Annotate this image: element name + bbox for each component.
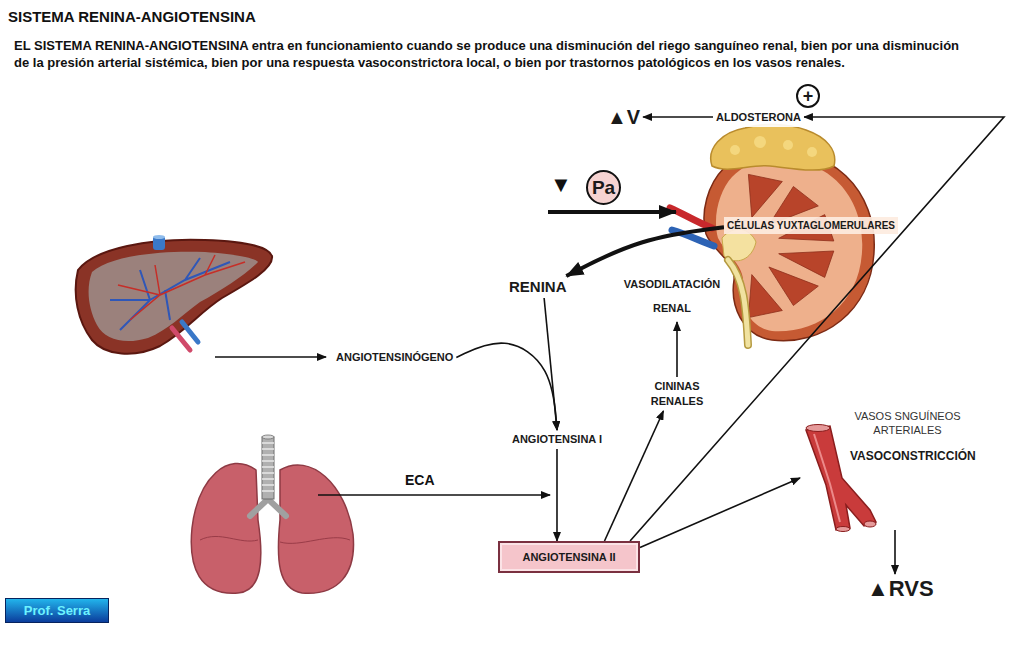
kidney-illustration xyxy=(670,124,874,345)
adrenal-texture xyxy=(730,136,817,157)
lung-fissures xyxy=(200,536,350,543)
artery-opening xyxy=(806,425,830,432)
connector-arrow xyxy=(640,478,800,547)
kidney-cortex xyxy=(716,159,862,331)
process-box: ANGIOTENSINA II xyxy=(498,541,640,573)
node-text: CÉLULAS YUXTAGLOMERULARES xyxy=(727,219,895,232)
node-text: ▲V xyxy=(607,105,640,129)
kidney-pyramid xyxy=(769,267,818,306)
intro-note: EL SISTEMA RENINA-ANGIOTENSINA entra en … xyxy=(14,37,969,71)
liver-arrow xyxy=(215,356,326,358)
connector-arrow xyxy=(630,117,1004,541)
renal-artery xyxy=(670,208,712,228)
circle-shape xyxy=(797,85,819,107)
right-lung xyxy=(278,465,353,593)
connector-arrow xyxy=(643,116,713,118)
node-subtext: VASOCONSTRICCIÓN xyxy=(850,449,1000,464)
artery-opening xyxy=(864,521,876,527)
connector-arrow xyxy=(556,449,558,541)
connector-arrow xyxy=(566,227,724,276)
adrenal-dot xyxy=(807,147,817,157)
artery-tube xyxy=(806,426,876,530)
enzyme-arrow xyxy=(318,494,550,496)
connector-arrow xyxy=(605,411,664,541)
enzyme-label: ECA xyxy=(405,472,435,489)
adrenal-dot xyxy=(730,145,740,155)
connector-arrow xyxy=(676,322,678,377)
pressure-circle: Pa xyxy=(586,170,621,205)
node-text: ANGIOTENSINA I xyxy=(512,432,602,447)
vessel-node: VASOS SNGUÍNEOS ARTERIALES VASOCONSTRICCI… xyxy=(800,405,1000,530)
trachea-opening xyxy=(262,435,274,439)
liver-arteries xyxy=(118,255,245,320)
resistance-node: ▲RVS xyxy=(864,574,937,604)
liver-vein-top xyxy=(153,236,165,250)
kidney-capsule xyxy=(704,151,874,341)
liver-veins xyxy=(110,258,230,330)
kidney-pyramid xyxy=(748,174,782,217)
diagram-title: SISTEMA RENINA-ANGIOTENSINA xyxy=(8,8,256,26)
connector-arrow xyxy=(894,530,896,574)
peptide-node: ANGIOTENSINA I xyxy=(509,430,605,449)
artery-opening xyxy=(836,527,850,532)
enzyme-node: RENINA xyxy=(506,276,570,298)
kidney-pyramid xyxy=(779,251,834,277)
node-text: VASOS SNGUÍNEOS ARTERIALES xyxy=(845,409,970,437)
node-text: ANGIOTENSINÓGENO xyxy=(336,350,453,365)
connector-arrow xyxy=(456,343,557,430)
renal-pelvis xyxy=(722,229,756,261)
kidney-pyramid xyxy=(748,275,782,318)
cell-node: CÉLULAS YUXTAGLOMERULARES xyxy=(724,217,898,234)
adrenal-dot xyxy=(783,140,793,150)
hormone-node: ALDOSTERONA xyxy=(713,107,804,127)
pressure-arrow xyxy=(548,210,676,214)
left-lung xyxy=(191,463,261,593)
connector-group xyxy=(456,117,1004,574)
liver-illustration xyxy=(76,235,272,354)
artery-illustration xyxy=(806,425,876,532)
circle-shape xyxy=(587,171,620,204)
kinin-node: CININAS RENALES xyxy=(643,377,711,411)
plus-circle: + xyxy=(796,84,820,108)
ureter xyxy=(728,260,748,345)
author-badge: Prof. Serra xyxy=(5,598,109,623)
node-text: VASODILATACIÓN RENAL xyxy=(617,272,727,320)
liver-vein-tube xyxy=(182,322,198,342)
adrenal-dot xyxy=(754,136,766,148)
ureter-outline xyxy=(728,260,748,345)
artery-highlight xyxy=(814,434,840,522)
liver-outline xyxy=(76,240,272,354)
lungs-illustration xyxy=(191,435,353,593)
bronchi xyxy=(250,499,286,516)
effect-node: VASODILATACIÓN RENAL xyxy=(614,270,730,322)
trachea-rings xyxy=(262,443,274,491)
liver-vein-opening xyxy=(153,235,165,239)
node-text: RENINA xyxy=(509,278,567,296)
node-text: ALDOSTERONA xyxy=(716,109,801,125)
adrenal-gland xyxy=(711,124,835,170)
substrate-node: ANGIOTENSINÓGENO xyxy=(333,348,456,367)
decrease-symbol: ▼ xyxy=(550,172,572,198)
node-text: CININAS RENALES xyxy=(646,379,708,409)
volume-increase: ▲V xyxy=(604,103,643,131)
trachea xyxy=(262,437,274,499)
node-text: ▲RVS xyxy=(867,576,934,602)
kidney-pyramids xyxy=(748,174,833,317)
node-text: Prof. Serra xyxy=(24,603,90,619)
node-text: ANGIOTENSINA II xyxy=(522,550,615,564)
node-text: Pa xyxy=(592,177,615,199)
node-text: + xyxy=(803,85,814,107)
